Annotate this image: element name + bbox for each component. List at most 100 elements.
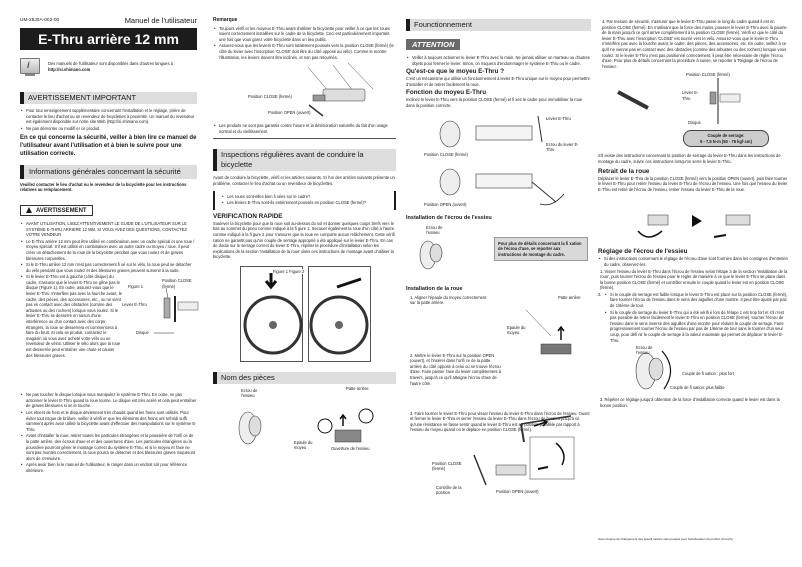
list-item: Si le levier E-Thru est à gauche (côté d… bbox=[20, 274, 122, 358]
list-item: Le E-Thru arrière 12 mm peut être utilis… bbox=[20, 239, 197, 261]
open-label: Position OPEN (ouvert) bbox=[268, 110, 311, 116]
removal-heading: Retrait de la roue bbox=[598, 167, 650, 175]
what-heading: Qu'est-ce que le moyeu E-Thru ? bbox=[406, 68, 505, 76]
figure-caption: Figure 1 Figure 2 bbox=[273, 268, 305, 275]
close-label: Position CLOSE (fermé) bbox=[162, 278, 192, 289]
info-url[interactable]: http://si.shimano.com bbox=[48, 66, 91, 72]
wheel-illustration bbox=[243, 272, 303, 355]
list-item: AVANT UTILISATION, LISEZ ATTENTIVEMENT L… bbox=[20, 221, 197, 238]
disc-bullet-block: Si le levier E-Thru est à gauche (côté d… bbox=[20, 274, 199, 392]
axle-opening-label: Ouverture de l'essieu bbox=[331, 445, 370, 451]
axle-nut-label: Ecrou de l'essieu bbox=[426, 224, 443, 235]
function-text: Inclinez le levier E-Thru vers la positi… bbox=[406, 97, 583, 108]
step-number: 2. bbox=[598, 291, 602, 297]
close-position-illustration bbox=[617, 78, 741, 125]
info-block: Des manuels de l'utilisateur sont dispon… bbox=[20, 58, 197, 80]
what-text: C'est un mécanisme qui utilise un foncti… bbox=[406, 76, 590, 87]
lever-label: Levier E-Thru bbox=[122, 302, 147, 308]
column-1: AVERTISSEMENT IMPORTANT Pour tout rensei… bbox=[20, 92, 199, 475]
nut-install-heading: Installation de l'écrou de l'essieu bbox=[406, 214, 492, 221]
info-text: Des manuels de l'utilisateur sont dispon… bbox=[48, 61, 176, 66]
step4-figure: Position CLOSE (fermé) Levier E-Thru Dis… bbox=[598, 72, 788, 128]
doc-header: UM-28J0A-002-00 Manuel de l'utilisateur bbox=[20, 16, 197, 25]
adjust-heading: Réglage de l'écrou de l'essieu bbox=[598, 248, 688, 256]
doc-id: UM-28J0A-002-00 bbox=[20, 18, 60, 23]
parts-figure: Ecrou de l'essieu Patte arrière Epaule d… bbox=[213, 386, 396, 468]
inspection-intro: Avant de conduire la bicyclette, vérifi … bbox=[213, 175, 395, 186]
lever-nut-label: Ecrou du levier E-Thru bbox=[546, 141, 579, 152]
axle-nut-illustration bbox=[419, 240, 443, 269]
checklist-box: Les roues sont-elles bien fi xées sur le… bbox=[213, 190, 396, 210]
quick-check-heading: VERIFICATION RAPIDE bbox=[213, 212, 283, 220]
list-item: Ne pas toucher le disque lorsque vous ma… bbox=[20, 392, 197, 409]
adjust-step-1: 1. Visser l'essieu du levier E-Thru dans… bbox=[600, 268, 788, 291]
disc-label: Disque bbox=[688, 120, 701, 126]
close-label: Position CLOSE (fermé) bbox=[686, 72, 730, 78]
remark-heading: Remarque bbox=[213, 17, 238, 23]
figure-1-box bbox=[240, 265, 303, 362]
list-item: Toujours vérifi er les moyeux E-Thru ava… bbox=[213, 26, 396, 43]
close-label: Position CLOSE (fermé) bbox=[248, 94, 292, 100]
removal-illustration bbox=[637, 215, 751, 239]
figure-label: Figure 1 bbox=[128, 284, 144, 290]
lever-illustration bbox=[307, 62, 374, 117]
step-2: 2. Mettre le levier E-Thru sur la positi… bbox=[406, 352, 591, 443]
nut-note-box: Pour plus de détails concernant la fi xa… bbox=[494, 236, 588, 262]
torque-value: 5 - 7,5 N·m (50 - 75 kgf·cm) bbox=[700, 138, 752, 144]
list-item: Pour tout renseignement supplémentaire c… bbox=[20, 108, 197, 125]
step2-illustration bbox=[520, 415, 572, 443]
step-text: 2. Mettre le levier E-Thru sur la positi… bbox=[410, 352, 501, 386]
step-text: 1. Aligner l'épaule du moyeu correctemen… bbox=[410, 294, 487, 306]
divider bbox=[213, 138, 396, 140]
list-item: Ne pas démonter ou modifi er ce produit. bbox=[20, 126, 197, 132]
wheel-install-heading: Installation de la roue bbox=[406, 285, 463, 292]
lever-label: Levier E-Thru bbox=[682, 90, 699, 101]
warning-triangle-icon bbox=[26, 206, 32, 213]
function-heading: Fonction du moyeu E-Thru bbox=[406, 89, 487, 97]
step-1: 1. Aligner l'épaule du moyeu correctemen… bbox=[406, 294, 591, 354]
inspection-heading: Inspections régulières avant de conduire… bbox=[213, 149, 396, 172]
list-item: Après avoir bien lu le manuel de l'utili… bbox=[20, 462, 197, 473]
list-item: Avant d'installer la roue, retirer toute… bbox=[20, 433, 197, 461]
figure-2-box bbox=[308, 265, 371, 362]
list-item: Assurez-vous que les leviers E-Thru sont… bbox=[213, 43, 396, 60]
column-2: Remarque Toujours vérifi er les moyeux E… bbox=[213, 17, 396, 468]
close-label: Position CLOSE (fermé) bbox=[424, 151, 468, 157]
footer-note: Sous réserve de changement des spécifi c… bbox=[598, 537, 733, 541]
hub-function-illustration bbox=[439, 115, 565, 205]
shoulder-label: Epaule du moyeu bbox=[507, 324, 526, 335]
parts-heading: Nom des pièces bbox=[213, 371, 396, 384]
column-3: Founctionnement ATTENTION Veiller à touj… bbox=[406, 19, 591, 497]
quick-check-figures: Figure 1 Figure 2 bbox=[213, 265, 396, 364]
frame-note: S'il existe des instructions concernant … bbox=[598, 153, 781, 164]
quick-check-text: Soulever la bicyclette pour que la roue … bbox=[213, 220, 395, 260]
list-item: Si le E-Thru arrière 12 mm n'est pas cor… bbox=[20, 262, 197, 273]
disc-label: Disque bbox=[136, 330, 149, 336]
dropout-label: Patte arrière bbox=[558, 294, 581, 300]
figure-1: Figure 1 Position CLOSE (fermé) Levier E… bbox=[122, 276, 199, 346]
axle-nut-label: Ecrou de l'essieu bbox=[636, 345, 653, 356]
lever-position-figure: Position CLOSE (fermé) Position OPEN (ou… bbox=[213, 61, 396, 123]
list-item: Les produits ne sont pas garantis contre… bbox=[213, 123, 396, 134]
torque-badge: Couple de serrage: 5 - 7,5 N·m (50 - 75 … bbox=[683, 130, 769, 148]
open-label: Position OPEN (ouvert) bbox=[424, 201, 467, 207]
warning-badge: AVERTISSEMENT bbox=[20, 204, 93, 216]
adjust-figure: Ecrou de l'essieu Couple de fi xation : … bbox=[598, 345, 788, 395]
general-intro: Veuillez contacter le lieu d'achat ou le… bbox=[20, 181, 187, 193]
axle-nut-label: Ecrou de l'essieu bbox=[241, 387, 258, 399]
step1-illustration bbox=[525, 309, 572, 354]
list-item: Les roues sont-elles bien fi xées sur le… bbox=[221, 194, 388, 200]
weaker-label: Couple de fi xation: plus faible bbox=[670, 385, 725, 391]
removal-figure bbox=[598, 195, 788, 245]
list-item: Veiller à toujours actionner le levier E… bbox=[406, 55, 591, 66]
monitor-info-icon bbox=[20, 58, 40, 74]
step3-illustration bbox=[473, 436, 575, 486]
list-item: Si le couple de serrage est faible lorsq… bbox=[604, 292, 788, 309]
step-4: 4. Par mesure de sécurité, s'assurer que… bbox=[602, 19, 787, 69]
important-heading: AVERTISSEMENT IMPORTANT bbox=[20, 92, 197, 104]
close-label: Position CLOSE (fermé) bbox=[432, 460, 462, 472]
page-title: E-Thru arrière 12 mm bbox=[20, 28, 197, 50]
lever-label: Levier E-Thru bbox=[546, 115, 571, 121]
safety-note: En ce qui concerne la sécurité, veiller … bbox=[20, 135, 197, 157]
removal-text: Déplacer le levier E-Thru de la position… bbox=[598, 175, 788, 192]
